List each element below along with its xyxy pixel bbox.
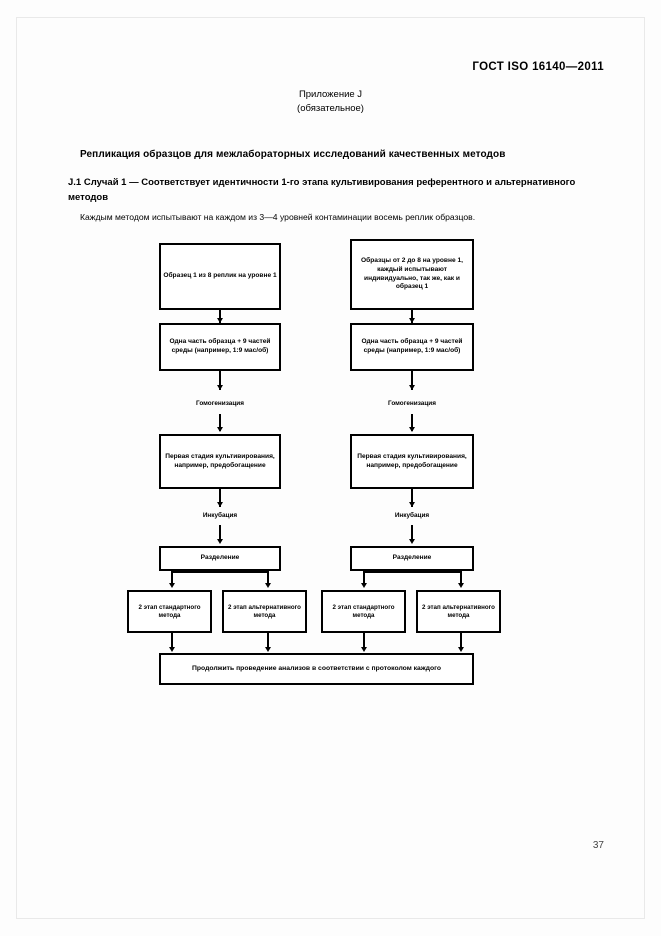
annex-label: Приложение J [298,89,363,100]
connector-final-3 [363,633,365,649]
arrow-left-split-a [168,583,175,588]
arrow-left-1 [216,318,223,323]
flow-node-left-sample: Образец 1 из 8 реплик на уровне 1 [159,243,281,310]
connector-left-5 [219,525,221,542]
connector-right-5 [411,525,413,542]
annex-status: (обязательное) [297,103,364,114]
connector-right-split-b [460,571,462,586]
arrow-right-4 [408,502,415,507]
arrow-left-3 [216,427,223,432]
flow-label-left-incubation: Инкубация [202,512,238,519]
document-standard-header: ГОСТ ISO 16140—2011 [472,61,604,73]
arrow-right-split-a [360,583,367,588]
page-number: 37 [592,840,604,851]
flow-node-left-dilution: Одна часть образца + 9 частей среды (нап… [159,323,281,371]
connector-right-split [363,571,462,573]
flow-node-right-standard-step2: 2 этап стандартного метода [321,590,406,633]
flow-label-right-incubation: Инкубация [394,512,430,519]
connector-right-split-a [363,571,365,586]
arrow-right-1 [408,318,415,323]
arrow-right-split-b [457,583,464,588]
arrow-right-3 [408,427,415,432]
connector-final-4 [460,633,462,649]
flow-node-right-first-stage: Первая стадия культивирования, например,… [350,434,474,489]
intro-paragraph: Каждым методом испытывают на каждом из 3… [80,212,476,222]
clause-heading: J.1 Случай 1 — Соответствует идентичност… [68,177,576,203]
flow-node-left-alternative-step2: 2 этап альтернативного метода [222,590,307,633]
arrow-final-4 [457,647,464,652]
flow-label-left-homogenization: Гомогенизация [196,400,244,407]
connector-left-1 [219,310,221,323]
flow-node-final: Продолжить проведение анализов в соответ… [159,653,474,685]
flow-label-right-homogenization: Гомогенизация [388,400,436,407]
arrow-final-1 [168,647,175,652]
flow-node-right-alternative-step2: 2 этап альтернативного метода [416,590,501,633]
annex-heading: Приложение J (обязательное) [0,88,661,116]
arrow-left-split-b [264,583,271,588]
connector-right-4 [411,489,413,507]
connector-left-3 [219,414,221,431]
connector-right-3 [411,414,413,431]
connector-right-1 [411,310,413,323]
annex-title: Репликация образцов для межлабораторных … [80,149,506,160]
arrow-right-2 [408,385,415,390]
connector-left-2 [219,371,221,390]
connector-left-4 [219,489,221,507]
connector-final-1 [171,633,173,649]
connector-final-2 [267,633,269,649]
flow-node-right-samples: Образцы от 2 до 8 на уровне 1, каждый ис… [350,239,474,310]
flow-node-right-dilution: Одна часть образца + 9 частей среды (нап… [350,323,474,371]
connector-right-2 [411,371,413,390]
arrow-final-3 [360,647,367,652]
arrow-left-2 [216,385,223,390]
connector-left-split [171,571,269,573]
flow-node-right-separation: Разделение [350,546,474,571]
arrow-final-2 [264,647,271,652]
connector-left-split-b [267,571,269,586]
flow-node-left-standard-step2: 2 этап стандартного метода [127,590,212,633]
arrow-left-4 [216,502,223,507]
flow-node-left-first-stage: Первая стадия культивирования, например,… [159,434,281,489]
flow-node-left-separation: Разделение [159,546,281,571]
arrow-left-5 [216,539,223,544]
arrow-right-5 [408,539,415,544]
connector-left-split-a [171,571,173,586]
